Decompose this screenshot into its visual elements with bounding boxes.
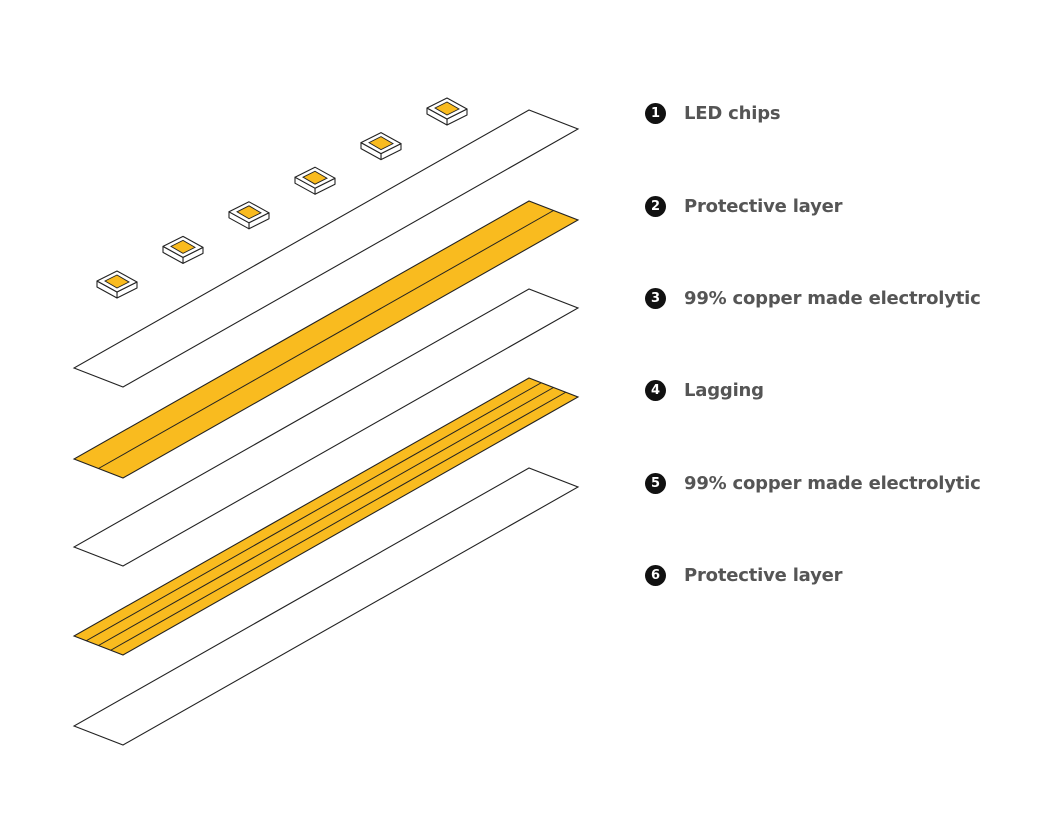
strip-lagging [72, 288, 580, 567]
legend-label-copper-lower: 99% copper made electrolytic [684, 472, 981, 494]
led-chip [228, 201, 270, 230]
led-chip-emitter [434, 101, 460, 116]
led-chip-emitter [302, 170, 328, 185]
legend-item-2: 2 Protective layer [645, 191, 842, 221]
strip-copper-lower [72, 377, 580, 656]
legend-label-protective-layer-bottom: Protective layer [684, 564, 843, 586]
legend-item-6: 6 Protective layer [645, 560, 842, 590]
strip-surface-protective-layer-bottom [72, 467, 580, 746]
legend-number-badge: 6 [645, 564, 666, 586]
legend-number-badge: 2 [645, 195, 666, 217]
led-chip [294, 166, 336, 195]
led-chip [360, 132, 402, 161]
legend-number-badge: 5 [645, 472, 666, 494]
legend-item-5: 5 99% copper made electrolytic [645, 468, 981, 498]
led-chip [162, 235, 204, 264]
legend-item-4: 4 Lagging [645, 375, 764, 405]
copper-trace-divider [86, 382, 542, 642]
led-chip-emitter [368, 136, 394, 151]
strip-surface-protective-layer-top [72, 109, 580, 388]
copper-trace-divider [98, 210, 554, 469]
legend-label-led-chips: LED chips [684, 102, 781, 124]
legend-label-lagging: Lagging [684, 379, 764, 401]
strip-protective-layer-bottom [72, 467, 580, 746]
legend-number-badge: 3 [645, 287, 666, 309]
strip-copper-upper [72, 200, 580, 479]
legend-number-badge: 1 [645, 102, 666, 124]
copper-trace-divider [110, 391, 566, 651]
led-chip [96, 270, 138, 299]
strip-surface-lagging [72, 288, 580, 567]
legend-label-protective-layer-top: Protective layer [684, 195, 843, 217]
strip-protective-layer-top [72, 109, 580, 388]
led-chip [426, 97, 468, 126]
legend-number-badge: 4 [645, 379, 666, 401]
legend-label-copper-upper: 99% copper made electrolytic [684, 287, 981, 309]
legend-item-1: 1 LED chips [645, 98, 781, 128]
led-chip-emitter [236, 205, 262, 220]
copper-trace-divider [98, 387, 554, 646]
led-chip-emitter [104, 274, 130, 289]
legend-item-3: 3 99% copper made electrolytic [645, 283, 981, 313]
led-chip-row [96, 97, 468, 299]
led-chip-emitter [170, 239, 196, 254]
